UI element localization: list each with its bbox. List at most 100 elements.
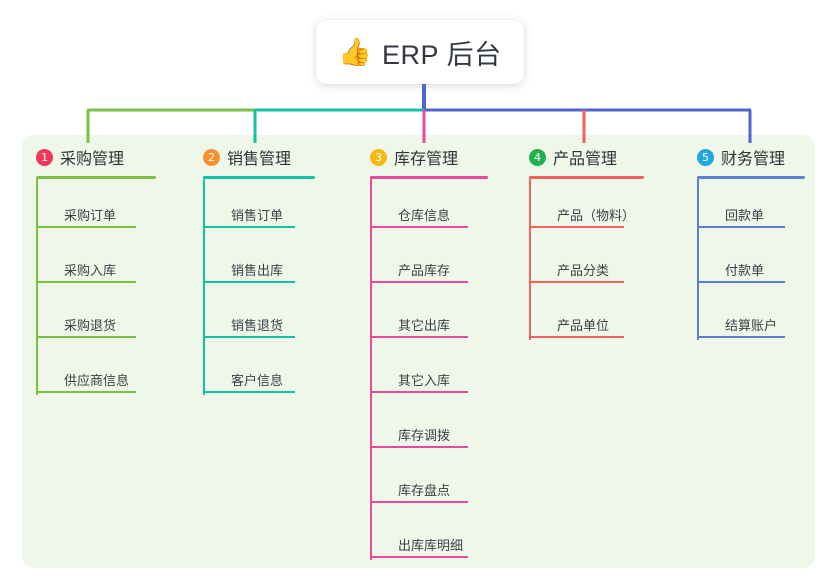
menu-item-rule [699,336,785,338]
menu-item-rule [372,446,468,448]
menu-item-label: 仓库信息 [398,208,451,223]
column-库存管理: 3 库存管理仓库信息产品库存其它出库其它入库库存调拨库存盘点出库库明细 [370,144,488,564]
menu-item[interactable]: 产品库存 [370,234,488,289]
column-header-rule [370,176,488,179]
column-index-badge: 4 [529,148,546,166]
menu-item[interactable]: 出库库明细 [370,509,488,564]
column-item-list: 销售订单销售出库销售退货客户信息 [203,179,315,399]
menu-item-rule [38,226,136,228]
column-header[interactable]: 2 销售管理 [203,144,315,170]
column-header[interactable]: 5 财务管理 [697,144,805,170]
menu-item-rule [372,281,468,283]
menu-item-rule [205,226,295,228]
menu-item-label: 销售退货 [231,318,284,333]
menu-item[interactable]: 其它入库 [370,344,488,399]
column-产品管理: 4 产品管理产品（物料） 产品分类产品单位 [529,144,644,344]
menu-item-label: 产品单位 [557,318,610,333]
menu-item-rule [372,226,468,228]
diagram-panel [22,135,815,568]
column-spine [370,179,372,560]
column-spine [529,179,531,340]
column-item-list: 仓库信息产品库存其它出库其它入库库存调拨库存盘点出库库明细 [370,179,488,564]
menu-item-rule [531,336,624,338]
menu-item[interactable]: 库存盘点 [370,454,488,509]
menu-item-label: 供应商信息 [64,373,130,388]
menu-item-rule [38,336,136,338]
column-title: 财务管理 [721,151,786,168]
column-header[interactable]: 1 采购管理 [36,144,156,170]
menu-item-rule [699,226,785,228]
menu-item[interactable]: 供应商信息 [36,344,156,399]
menu-item-label: 其它出库 [398,318,451,333]
menu-item-label: 产品（物料） [557,208,636,223]
menu-item-rule [372,391,468,393]
column-title: 采购管理 [60,151,125,168]
menu-item[interactable]: 结算账户 [697,289,805,344]
column-header-rule [529,176,644,179]
menu-item-rule [372,336,468,338]
menu-item-rule [205,336,295,338]
menu-item[interactable]: 付款单 [697,234,805,289]
thumbs-up-icon: 👍 [338,36,373,67]
menu-item-rule [372,501,468,503]
column-spine [203,179,205,395]
menu-item-label: 客户信息 [231,373,284,388]
menu-item-rule [531,281,624,283]
column-item-list: 采购订单采购入库采购退货供应商信息 [36,179,156,399]
menu-item-label: 产品分类 [557,263,610,278]
column-index-badge: 3 [370,148,387,166]
menu-item-rule [205,281,295,283]
root-node-erp-backend[interactable]: 👍 ERP 后台 [316,20,524,84]
menu-item-label: 采购退货 [64,318,117,333]
menu-item[interactable]: 其它出库 [370,289,488,344]
menu-item-label: 产品库存 [398,263,451,278]
menu-item[interactable]: 产品（物料） [529,179,644,234]
menu-item-label: 结算账户 [725,318,778,333]
column-销售管理: 2 销售管理销售订单销售出库销售退货客户信息 [203,144,315,399]
column-spine [36,179,38,395]
column-财务管理: 5 财务管理回款单付款单结算账户 [697,144,805,344]
column-item-list: 产品（物料） 产品分类产品单位 [529,179,644,344]
menu-item-label: 库存盘点 [398,483,451,498]
menu-item-label: 出库库明细 [398,538,464,553]
menu-item-rule [372,556,468,558]
menu-item-rule [205,391,295,393]
menu-item[interactable]: 产品单位 [529,289,644,344]
column-index-badge: 2 [203,148,220,166]
column-header-rule [203,176,315,179]
menu-item-label: 其它入库 [398,373,451,388]
menu-item[interactable]: 产品分类 [529,234,644,289]
menu-item[interactable]: 采购退货 [36,289,156,344]
menu-item[interactable]: 客户信息 [203,344,315,399]
column-title: 库存管理 [394,151,459,168]
column-item-list: 回款单付款单结算账户 [697,179,805,344]
column-title: 产品管理 [553,151,618,168]
column-spine [697,179,699,340]
column-采购管理: 1 采购管理采购订单采购入库采购退货供应商信息 [36,144,156,399]
menu-item[interactable]: 回款单 [697,179,805,234]
menu-item-label: 销售订单 [231,208,284,223]
menu-item-rule [38,281,136,283]
column-title: 销售管理 [227,151,292,168]
column-header[interactable]: 4 产品管理 [529,144,644,170]
menu-item[interactable]: 销售出库 [203,234,315,289]
column-header-rule [697,176,805,179]
menu-item-label: 采购入库 [64,263,117,278]
menu-item[interactable]: 采购入库 [36,234,156,289]
column-index-badge: 5 [697,148,714,166]
menu-item[interactable]: 库存调拨 [370,399,488,454]
menu-item[interactable]: 销售退货 [203,289,315,344]
column-index-badge: 1 [36,148,53,166]
menu-item-label: 库存调拨 [398,428,451,443]
menu-item-rule [38,391,136,393]
menu-item[interactable]: 仓库信息 [370,179,488,234]
menu-item-label: 付款单 [725,263,765,278]
column-header[interactable]: 3 库存管理 [370,144,488,170]
root-node-title: ERP 后台 [382,39,502,70]
menu-item-label: 采购订单 [64,208,117,223]
column-header-rule [36,176,156,179]
menu-item-label: 回款单 [725,208,765,223]
menu-item[interactable]: 采购订单 [36,179,156,234]
menu-item[interactable]: 销售订单 [203,179,315,234]
